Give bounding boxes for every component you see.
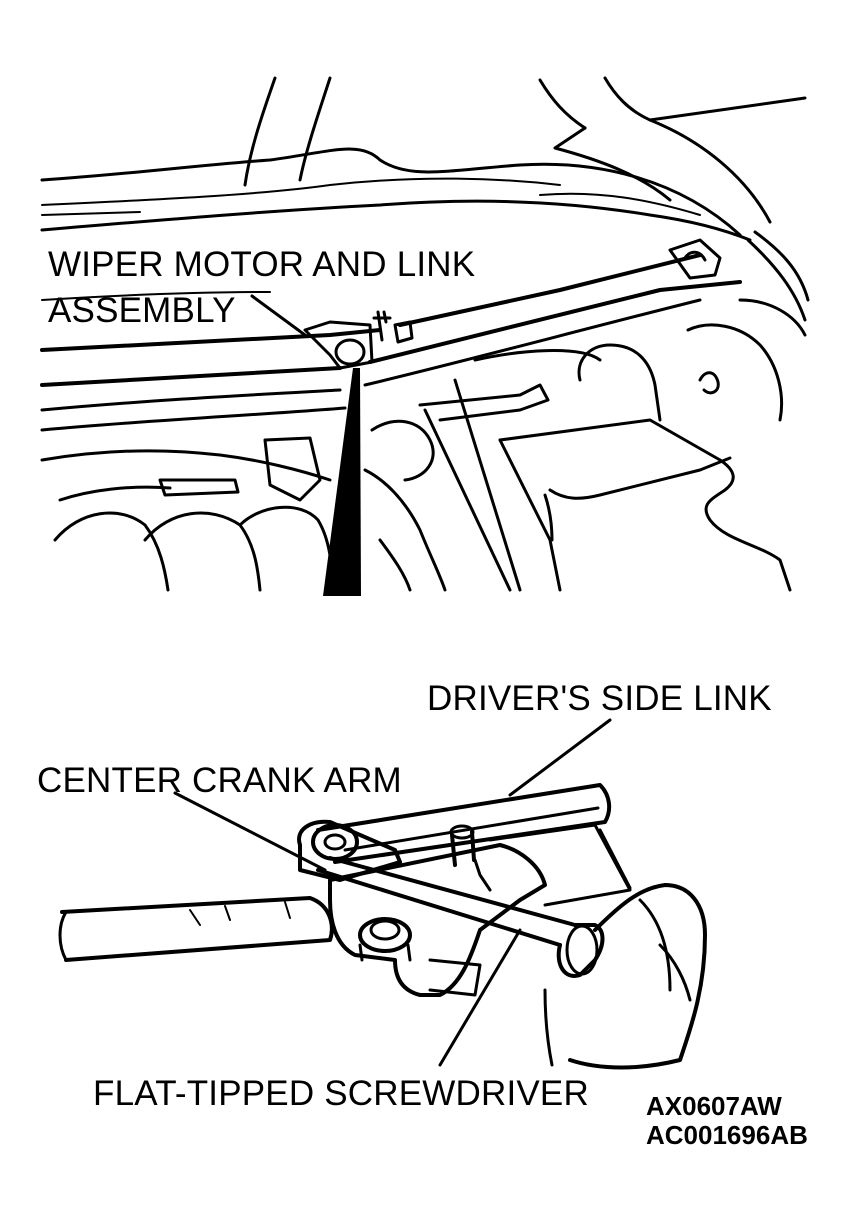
drivers-side-link-leader-line (508, 718, 612, 797)
center-crank-arm-leader-line (173, 791, 327, 872)
center-crank-arm-label: CENTER CRANK ARM (37, 761, 402, 800)
figure-code-2: AC001696AB (646, 1120, 808, 1150)
hand (568, 883, 707, 1070)
screwdriver-leader-line (438, 928, 522, 1067)
figure-code-1: AX0607AW (646, 1091, 782, 1121)
drivers-side-link-bar (316, 783, 612, 864)
crank-arm-detail-illustration (58, 718, 707, 1070)
wiper-motor-label-line1: WIPER MOTOR AND LINK (48, 245, 475, 284)
wiper-motor-leader-line (250, 294, 307, 337)
detail-pointer-wedge (323, 368, 361, 596)
flat-tipped-screwdriver-label: FLAT-TIPPED SCREWDRIVER (93, 1074, 589, 1113)
drivers-side-link-label: DRIVER'S SIDE LINK (427, 679, 772, 718)
engine-bay-illustration (40, 76, 810, 596)
wiper-motor-label-line2: ASSEMBLY (48, 291, 236, 330)
